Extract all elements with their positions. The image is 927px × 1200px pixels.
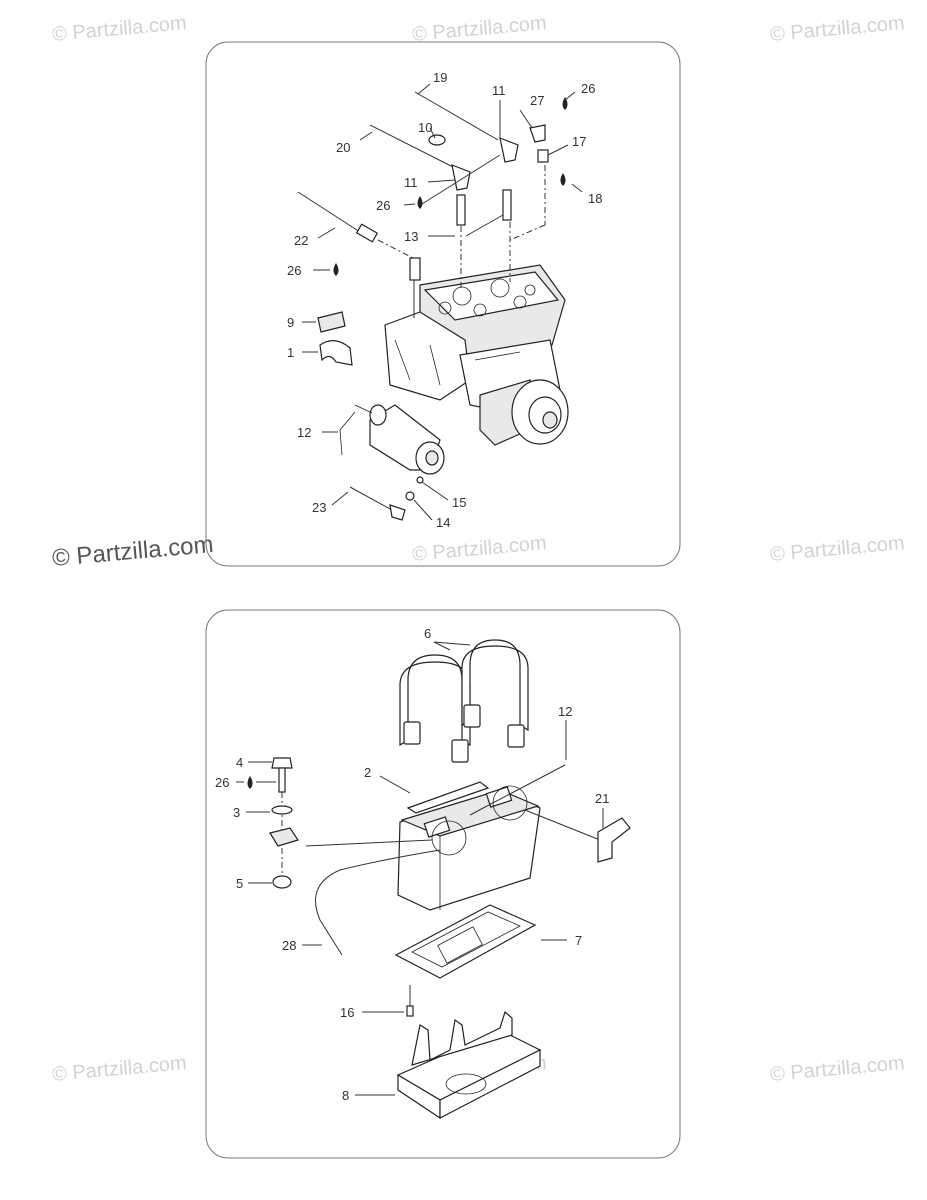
hardware-drawing <box>269 757 299 889</box>
callout-3: 3 <box>233 805 240 820</box>
callout-7: 7 <box>575 933 582 948</box>
callout-12: 12 <box>558 704 572 719</box>
callout-1: 1 <box>287 345 294 360</box>
leader-lines-bottom <box>236 641 604 1096</box>
callout-26: 26 <box>376 198 390 213</box>
engine-drawing <box>384 264 569 446</box>
callout-11: 11 <box>404 175 418 190</box>
callout-5: 5 <box>236 876 243 891</box>
top-panel-frame <box>205 41 681 567</box>
wires-drawing <box>297 91 549 521</box>
callout-27: 27 <box>530 93 544 108</box>
callout-17: 17 <box>572 134 586 149</box>
bottom-panel-frame <box>205 609 681 1159</box>
cable-drawing <box>305 764 631 956</box>
callout-26: 26 <box>215 775 229 790</box>
callout-26: 26 <box>287 263 301 278</box>
battery-holder-drawing <box>396 985 542 1120</box>
callout-18: 18 <box>588 191 602 206</box>
callout-20: 20 <box>336 140 350 155</box>
battery-tray-drawing <box>394 904 537 979</box>
callout-2: 2 <box>364 765 371 780</box>
callout-9: 9 <box>287 315 294 330</box>
callout-23: 23 <box>312 500 326 515</box>
callout-10: 10 <box>418 120 432 135</box>
callout-26: 26 <box>581 81 595 96</box>
callout-13: 13 <box>404 229 418 244</box>
sealant-drop-icon <box>247 97 568 789</box>
starter-drawing <box>339 404 445 501</box>
callout-6: 6 <box>424 626 431 641</box>
callout-14: 14 <box>436 515 450 530</box>
callout-21: 21 <box>595 791 609 806</box>
callout-22: 22 <box>294 233 308 248</box>
callout-4: 4 <box>236 755 243 770</box>
callout-28: 28 <box>282 938 296 953</box>
battery-straps-drawing <box>399 639 529 763</box>
leader-lines-top <box>302 83 583 521</box>
callout-19: 19 <box>433 70 447 85</box>
battery-drawing <box>397 781 541 911</box>
callout-8: 8 <box>342 1088 349 1103</box>
callout-15: 15 <box>452 495 466 510</box>
callout-12: 12 <box>297 425 311 440</box>
callout-16: 16 <box>340 1005 354 1020</box>
callout-11: 11 <box>492 83 506 98</box>
